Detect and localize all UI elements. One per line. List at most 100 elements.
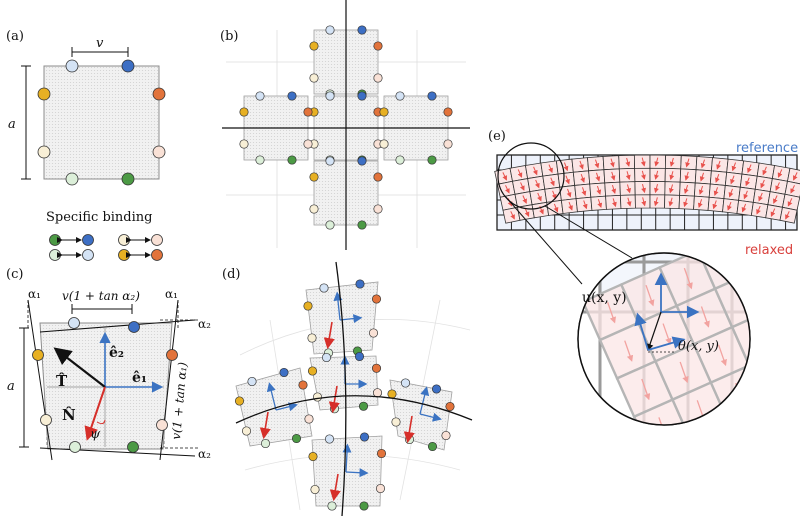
- deformed-tiles: [234, 279, 455, 511]
- relaxed-cell: [664, 154, 682, 170]
- binding-site: [357, 25, 367, 35]
- relaxed-cell: [634, 167, 651, 183]
- trapezoid-tile: [39, 322, 173, 450]
- binding-site: [368, 328, 379, 338]
- frame-e2: [342, 443, 352, 473]
- binding-legend: [49, 234, 163, 261]
- relaxed-cell: [680, 155, 698, 171]
- binding-site: [309, 204, 319, 214]
- relaxed-cell: [589, 182, 607, 198]
- frame-e2: [419, 386, 430, 415]
- site-yellow: [37, 87, 51, 101]
- binding-site: [443, 107, 453, 117]
- zoom-content: [578, 253, 750, 425]
- relaxed-cell: [574, 183, 592, 200]
- binding-site: [298, 380, 308, 390]
- binding-site: [372, 388, 383, 398]
- normal-arrow: [259, 411, 271, 440]
- height-label: a: [8, 117, 16, 132]
- binding-site: [431, 384, 442, 394]
- relaxed-cell: [618, 167, 636, 183]
- binding-site: [371, 363, 382, 373]
- relaxed-cell: [649, 194, 666, 209]
- relaxed-cell: [664, 181, 681, 196]
- binding-site: [241, 426, 252, 436]
- top-dimension-label: v(1 + tan α₂): [62, 289, 140, 303]
- zoom-connector: [504, 195, 583, 285]
- relaxed-cell: [618, 154, 636, 170]
- relaxed-cell: [590, 195, 607, 211]
- zoom-circle: [577, 252, 751, 426]
- relaxed-cell: [738, 186, 756, 203]
- binding-site: [391, 417, 401, 427]
- binding-site: [260, 438, 271, 449]
- frame-e1: [345, 468, 369, 478]
- binding-site: [373, 41, 383, 51]
- relaxed-cell: [572, 170, 591, 186]
- panel-d-label: (d): [222, 267, 240, 282]
- relaxed-cell: [557, 171, 576, 188]
- panel-e: (e) reference relaxed u(x, y) θ(x, y): [488, 129, 800, 426]
- panel-b-label: (b): [220, 29, 238, 44]
- alpha2-bottom: α₂: [198, 447, 211, 461]
- e1-label: ê₁: [132, 370, 147, 386]
- binding-site: [387, 389, 397, 399]
- binding-site: [327, 501, 337, 511]
- relaxed-cell: [602, 155, 620, 171]
- binding-site: [309, 73, 319, 83]
- relaxed-cell: [779, 206, 798, 224]
- panel-a-label: (a): [6, 29, 24, 44]
- binding-site: [325, 91, 335, 101]
- binding-site: [376, 448, 387, 459]
- binding-site: [287, 155, 297, 165]
- relaxed-cell: [750, 201, 769, 219]
- relaxed-cell: [709, 170, 728, 186]
- relaxed-cell: [694, 169, 712, 185]
- binding-site: [255, 91, 265, 101]
- binding-site: [307, 333, 317, 343]
- normal-arrow: [323, 321, 335, 350]
- relaxed-cell: [571, 157, 590, 173]
- panel-a: (a) v a Specific binding: [6, 29, 166, 261]
- frame-e1: [419, 412, 442, 422]
- side-dimension-label: v(1 + tan α₁): [169, 361, 190, 440]
- height-label-c: a: [7, 379, 15, 394]
- binding-site: [375, 483, 386, 494]
- zoom-source-circle: [497, 142, 565, 210]
- binding-site: [325, 220, 335, 230]
- relaxed-cell: [603, 168, 621, 184]
- relaxed-cell: [560, 198, 578, 214]
- relaxed-cell: [723, 185, 741, 201]
- binding-site: [427, 91, 437, 101]
- binding-site: [404, 434, 415, 445]
- relaxed-cell: [605, 194, 622, 210]
- relaxed-cell: [588, 169, 606, 185]
- binding-site: [325, 156, 335, 166]
- relaxed-cell: [693, 182, 711, 198]
- relaxed-cell: [587, 156, 605, 172]
- panel-c: (c) α₁ α₁ α₂ α₂ v(1 + tan α₂) v(1 + tan …: [6, 267, 211, 461]
- relaxed-cell: [619, 181, 636, 196]
- binding-site: [359, 501, 369, 511]
- binding-site: [279, 367, 289, 378]
- relaxed-cell: [649, 167, 666, 183]
- relaxed-cell: [540, 160, 559, 177]
- unit-square: [43, 65, 160, 180]
- frame-e1: [339, 314, 363, 324]
- binding-site: [303, 139, 313, 149]
- binding-site: [373, 73, 383, 83]
- binding-site: [357, 91, 367, 101]
- relaxed-cell: [555, 158, 574, 175]
- binding-site: [239, 107, 249, 117]
- relaxed-cell: [707, 196, 725, 213]
- binding-site: [291, 433, 302, 444]
- relaxed-cell: [604, 181, 621, 197]
- e2-label: ê₂: [109, 345, 124, 361]
- binding-site: [287, 91, 297, 101]
- deformed-tile: [389, 379, 453, 451]
- binding-site: [354, 351, 365, 362]
- deformed-tile: [309, 355, 379, 411]
- binding-site: [303, 301, 313, 311]
- n-vector: [84, 386, 106, 441]
- deformed-tile: [235, 367, 313, 447]
